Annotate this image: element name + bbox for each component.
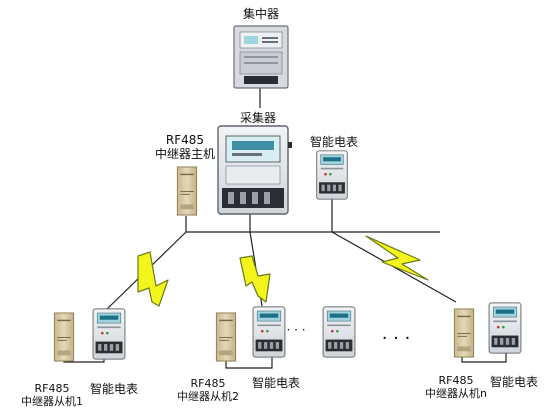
slave1-meter-label: 智能电表 [90, 381, 138, 396]
slaven-meter-label: 智能电表 [490, 374, 538, 389]
top-meter-label: 智能电表 [310, 134, 358, 149]
concentrator-device [233, 25, 289, 89]
smart-meter-device-slave1 [92, 308, 126, 360]
relay-master-label-line1: RF485 [166, 133, 204, 147]
concentrator-label: 集中器 [243, 6, 279, 21]
relay-master-device [176, 166, 198, 216]
smart-meter-device-extra [322, 306, 356, 358]
lightning-icon-link1 [137, 251, 169, 307]
slaven-label-line2: 中继器从机n [425, 386, 487, 400]
slave2-to-meter-wire [225, 352, 273, 369]
slave1-label-line1: RF485 [35, 382, 70, 395]
lightning-icon-link3 [365, 235, 429, 281]
ellipsis-small: · · · [286, 323, 305, 337]
slaven-label-line1: RF485 [439, 374, 474, 387]
collector-device [217, 125, 292, 215]
relay-slaven-device [453, 308, 475, 358]
wireless-links [137, 235, 429, 307]
slave2-label-line2: 中继器从机2 [177, 389, 239, 403]
smart-meter-device-top [316, 150, 348, 200]
lightning-icon-link2 [239, 255, 271, 303]
slave1-label-line2: 中继器从机1 [21, 394, 83, 408]
slave2-label-line1: RF485 [191, 377, 226, 390]
ellipsis-large: · · · [382, 328, 411, 349]
relay-master-label-line2: 中继器主机 [155, 146, 215, 161]
relay-slave1-device [53, 312, 75, 362]
smart-meter-device-slaven [488, 302, 522, 354]
smart-meter-device-slave2 [252, 306, 286, 358]
slave2-meter-label: 智能电表 [252, 375, 300, 390]
slaven-to-meter-wire [461, 352, 507, 363]
relay-slave2-device [215, 312, 237, 362]
collector-label: 采集器 [240, 110, 276, 125]
